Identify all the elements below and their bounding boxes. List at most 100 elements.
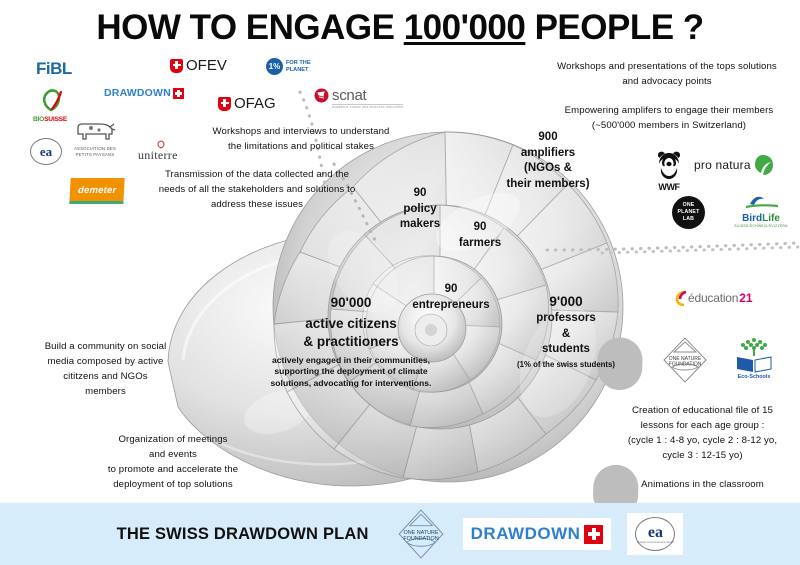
note-educational-file-line-4: cycle 3 : 12-15 yo) <box>662 449 743 461</box>
svg-text:FOUNDATION: FOUNDATION <box>669 362 702 368</box>
note-empowering-amplifiers: Empowering amplifers to engage their mem… <box>540 104 798 134</box>
logo-ofev-swiss-cross-icon <box>170 58 183 73</box>
logo-one-percent-label-2: FOR THE <box>286 59 311 66</box>
logo-fibl-label: FiBL <box>36 59 72 78</box>
note-transmission-data-line-1: Transmission of the data collected and t… <box>164 169 350 180</box>
note-animations-classroom: Animations in the classroom <box>610 478 795 493</box>
logo-drawdown-ch: DRAWDOWN <box>104 88 184 99</box>
note-organization-meetings: Organization of meetings and events to p… <box>80 433 266 492</box>
segment-entrepreneurs-label: entrepreneurs <box>412 298 490 311</box>
logo-ofag-swiss-cross-icon <box>218 96 231 111</box>
logo-ea: ea <box>30 138 62 165</box>
svg-text:ONE NATURE: ONE NATURE <box>669 356 702 362</box>
logo-one-planet-lab: ONE PLANET LAB <box>672 196 705 229</box>
footer-logo-ea-sub: energie environnement avenir <box>636 540 674 544</box>
footer-logo-drawdown-label: DRAWDOWN <box>470 524 581 543</box>
note-build-community-line-4: members <box>85 385 126 397</box>
segment-active-citizens-sub-1: actively engaged in their communities, <box>271 354 431 365</box>
logo-birdlife-label-1: Bird <box>742 213 763 224</box>
panda-icon <box>657 151 681 179</box>
scnat-mark-icon <box>314 88 329 103</box>
note-empowering-amplifiers-line-2: (~500'000 members in Switzerland) <box>591 119 747 131</box>
note-workshops-interviews-line-1: Workshops and interviews to understand <box>212 126 390 137</box>
logo-ea-label: ea <box>39 144 53 159</box>
note-organization-meetings-line-2: and events <box>149 448 197 460</box>
footer-logo-ea: ea energie environnement avenir <box>627 513 684 555</box>
footer-logo-ea-label: ea <box>647 523 663 541</box>
footer-logo-drawdown-switzerland: DRAWDOWN <box>462 518 612 550</box>
note-build-community: Build a community on social media compos… <box>28 340 183 399</box>
segment-amplifiers-detail-2: their members) <box>506 177 590 190</box>
logo-one-percent-badge-icon: 1% <box>266 58 283 75</box>
logo-biosuisse-label-1: BIO <box>32 116 45 123</box>
logo-ofev-label: OFEV <box>186 57 227 74</box>
education21-arc-icon <box>676 290 687 306</box>
birdlife-bird-icon <box>745 196 779 209</box>
logo-scnat-label: scnat <box>332 87 367 104</box>
biosuisse-bud-icon <box>42 89 63 112</box>
note-organization-meetings-line-4: deployment of top solutions <box>113 478 233 490</box>
segment-policy-makers: 90 policy makers <box>384 186 456 233</box>
segment-farmers: 90 farmers <box>440 220 520 251</box>
svg-text:FOUNDATION: FOUNDATION <box>403 536 438 542</box>
segment-entrepreneurs-count: 90 <box>444 283 458 295</box>
logo-education21-label-2: 21 <box>739 291 753 305</box>
logo-wwf: WWF <box>648 150 690 192</box>
segment-active-citizens-sub-3: solutions, advocating for interventions. <box>270 377 432 388</box>
segment-amplifiers-detail-1: (NGOs & <box>524 162 572 175</box>
uniterre-seed-icon <box>157 140 165 149</box>
note-empowering-amplifiers-line-1: Empowering amplifers to engage their mem… <box>564 105 774 116</box>
logo-ofag-label: OFAG <box>234 95 276 112</box>
segment-entrepreneurs: 90 entrepreneurs <box>396 282 506 313</box>
logo-eco-schools: Eco-Schools <box>728 336 780 380</box>
logo-uniterre-label: uniterre <box>138 148 178 162</box>
logo-education21-label-1: éducation <box>688 291 739 305</box>
logo-association-petits-paysans-label-1: ASSOCIATION DES <box>73 146 117 151</box>
eco-schools-tree-book-icon <box>737 338 772 373</box>
segment-active-citizens-label-2: & practitioners <box>303 334 399 350</box>
logo-demeter-label: demeter <box>77 185 117 196</box>
logo-eco-schools-label: Eco-Schools <box>737 374 771 380</box>
logo-one-percent-for-the-planet: 1% FOR THE PLANET <box>266 58 311 75</box>
logo-ofev: OFEV <box>170 58 227 73</box>
note-educational-file: Creation of educational file of 15 lesso… <box>610 404 795 463</box>
segment-policy-makers-label-2: makers <box>399 218 441 231</box>
note-workshops-presentations-line-1: Workshops and presentations of the tops … <box>557 61 777 72</box>
logo-association-petits-paysans: ASSOCIATION DES PETITS PAYSANS <box>70 118 120 158</box>
logo-pro-natura-label: pro natura <box>694 158 751 172</box>
note-build-community-line-3: cititzens and NGOs <box>63 370 148 382</box>
note-educational-file-line-1: Creation of educational file of 15 <box>631 405 773 416</box>
logo-drawdown-ch-label: DRAWDOWN <box>104 87 171 100</box>
note-workshops-presentations: Workshops and presentations of the tops … <box>536 60 798 90</box>
segment-policy-makers-label-1: policy <box>403 202 437 215</box>
note-organization-meetings-line-1: Organization of meetings <box>118 434 228 445</box>
logo-one-percent-label-1: 1% <box>268 61 281 71</box>
logo-birdlife-sub: SUISSE/SCHWEIZ/SVIZZERA <box>734 224 788 228</box>
logo-scnat: scnat académie suisse des sciences natur… <box>314 87 404 109</box>
note-transmission-data: Transmission of the data collected and t… <box>132 168 382 213</box>
logo-one-planet-lab-label-3: LAB <box>682 215 695 222</box>
segment-active-citizens: 90'000 active citizens & practitioners a… <box>246 294 456 389</box>
note-transmission-data-line-3: address these issues <box>210 198 304 210</box>
segment-policy-makers-count: 90 <box>413 187 427 199</box>
logo-one-percent-label-3: PLANET <box>286 66 309 73</box>
segment-professors-label-1: professors <box>536 312 596 325</box>
page-title: HOW TO ENGAGE 100'000 PEOPLE ? <box>0 8 800 48</box>
note-workshops-presentations-line-2: and advocacy points <box>622 75 712 87</box>
segment-active-citizens-count: 90'000 <box>330 295 372 310</box>
one-nature-foundation-diamond-icon: ONE NATURE FOUNDATION <box>663 337 707 383</box>
segment-students-label: students <box>542 343 590 356</box>
logo-drawdown-ch-swiss-cross-icon <box>172 88 184 99</box>
note-educational-file-line-2: lessons for each age group : <box>640 419 765 431</box>
segment-amplifiers: 900 amplifiers (NGOs & their members) <box>478 130 618 192</box>
segment-active-citizens-sub-2: supporting the deployment of climate <box>274 366 428 377</box>
logo-birdlife: BirdLife SUISSE/SCHWEIZ/SVIZZERA <box>730 194 792 228</box>
note-animations-classroom-line-1: Animations in the classroom <box>641 479 764 490</box>
note-educational-file-line-3: (cycle 1 : 4-8 yo, cycle 2 : 8-12 yo, <box>627 434 778 446</box>
pro-natura-leaf-icon <box>754 155 773 175</box>
footer-title: THE SWISS DRAWDOWN PLAN <box>116 524 369 543</box>
page-title-before: HOW TO ENGAGE <box>96 8 404 47</box>
logo-one-planet-lab-label-2: PLANET <box>677 209 700 216</box>
